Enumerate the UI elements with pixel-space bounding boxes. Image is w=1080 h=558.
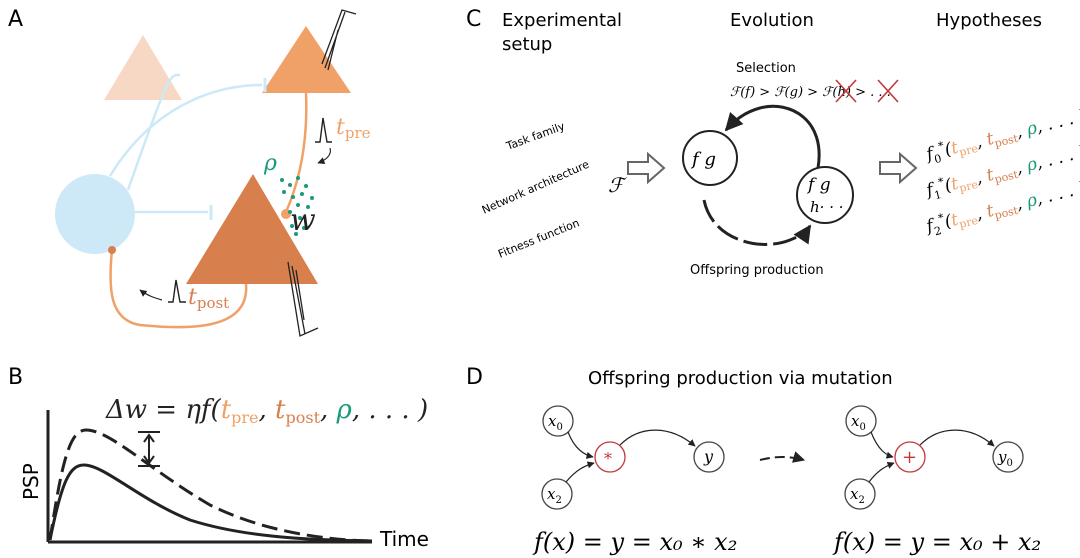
svg-text:x2: x2: [547, 485, 562, 506]
inhibitory-neuron: [55, 174, 135, 254]
psp-curve-before: [48, 463, 373, 543]
panel-c-label: C: [466, 7, 481, 32]
presynaptic-axon: [284, 92, 308, 213]
panel-b-label: B: [8, 365, 23, 390]
presynaptic-neuron: [262, 26, 351, 93]
col-hypotheses: Hypotheses: [936, 10, 1042, 31]
col-experimental-setup-1: Experimental: [502, 10, 622, 31]
svg-text:y0: y0: [997, 448, 1013, 469]
graph-mutant: x0 x2 + y0: [844, 405, 1024, 510]
col-experimental-setup-2: setup: [502, 34, 552, 55]
w-label: w: [290, 203, 316, 238]
selection-arc: [724, 104, 821, 169]
faded-neuron: [104, 35, 182, 100]
post-spike-icon: [168, 279, 186, 303]
network-architecture-label: Network architecture: [480, 158, 591, 217]
postsynaptic-electrode-icon: [287, 261, 319, 337]
node1-label: f g: [690, 149, 716, 170]
equation-parent: f(x) = y = x₀ ∗ x₂: [532, 528, 737, 556]
panel-d-label: D: [466, 365, 483, 390]
postsynaptic-axon: [109, 249, 248, 329]
pre-spike-icon: [315, 117, 332, 143]
pre-spike-arrow: [317, 147, 331, 165]
svg-text:+: +: [902, 447, 917, 468]
delta-arrowheads: [143, 433, 155, 465]
neuromodulator-dots: [280, 176, 314, 236]
svg-text:x0: x0: [851, 412, 866, 433]
mutation-arrow-icon: [759, 451, 806, 463]
fitness-function-label: Fitness function: [496, 216, 581, 260]
eliminated-cross-icon-2: [877, 79, 899, 103]
postsynaptic-neuron: [186, 174, 318, 284]
node2-bottom: h· · ·: [810, 198, 844, 216]
blue-input-terminal: [108, 246, 116, 254]
t-post-label: tpost: [188, 285, 229, 312]
hypotheses-arrow-icon: [879, 151, 918, 185]
population-node-selected: [682, 130, 738, 186]
mutation-title: Offspring production via mutation: [588, 368, 893, 389]
post-spike-arrow: [139, 289, 163, 301]
selection-label: Selection: [736, 61, 796, 76]
col-evolution: Evolution: [730, 10, 814, 31]
psp-curve-after: [48, 428, 373, 543]
offspring-arc: [702, 199, 812, 246]
svg-text:x0: x0: [548, 412, 563, 433]
plasticity-equation: Δw = ηf(tpre, tpost, ρ, . . . ): [105, 395, 428, 427]
presynaptic-electrode-icon: [321, 9, 357, 71]
blue-axon-1: [108, 83, 263, 177]
psp-y-label: PSP: [19, 463, 43, 500]
t-pre-label: tpre: [336, 115, 371, 142]
svg-text:y: y: [703, 447, 714, 466]
node2-top: f g: [806, 175, 831, 195]
hypothesis-list: f0*(tpre, tpost, ρ, . . . ) f1*(tpre, tp…: [922, 106, 1080, 238]
fitness-symbol: ℱ: [608, 173, 627, 197]
selection-inequality: ℱ(f) > ℱ(g) > ℱ(h) > . . .: [730, 85, 891, 100]
eliminated-cross-icon-1: [835, 79, 857, 103]
svg-text:*: *: [604, 449, 612, 468]
graph-parent: x0 x2 * y: [541, 405, 725, 510]
offspring-label: Offspring production: [690, 263, 824, 278]
psp-x-label: Time: [379, 527, 429, 551]
setup-arrow-icon: [627, 151, 666, 185]
task-family-label: Task family: [504, 120, 567, 154]
blue-axon-2: [126, 73, 181, 191]
equation-mutant: f(x) = y = x₀ + x₂: [832, 528, 1041, 556]
population-node-offspring: [796, 166, 854, 224]
svg-text:x2: x2: [850, 485, 865, 506]
panel-a-label: A: [8, 7, 23, 32]
rho-label: ρ: [263, 151, 277, 176]
